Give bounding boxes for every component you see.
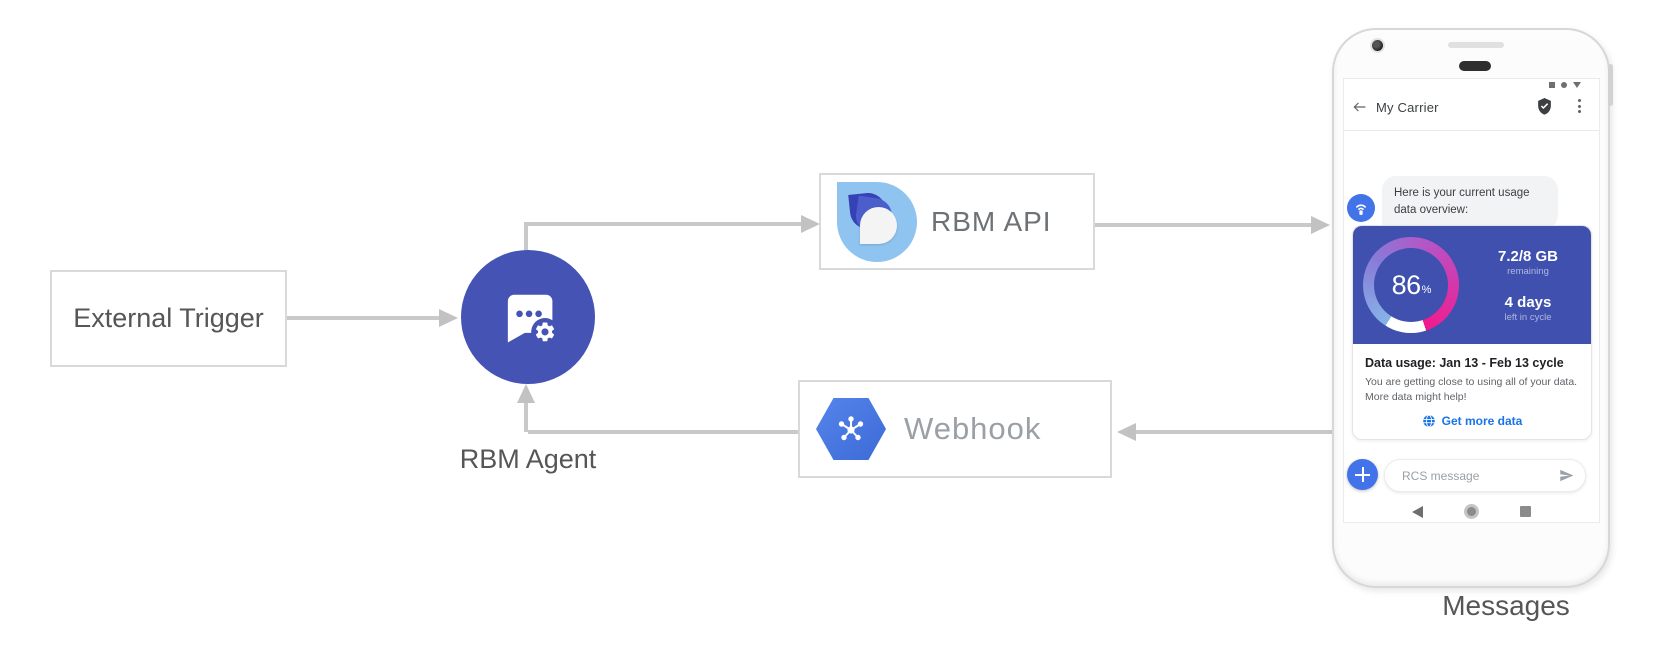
status-square-icon: [1549, 82, 1555, 88]
arrowhead-phone-to-webhook: [1117, 423, 1136, 441]
appbar-divider: [1343, 130, 1600, 131]
rbm-api-label: RBM API: [931, 205, 1052, 237]
usage-card-body: Data usage: Jan 13 - Feb 13 cycle You ar…: [1353, 344, 1591, 428]
agent-message-bubble: Here is your current usage data overview…: [1382, 176, 1558, 229]
gauge-percent: 86: [1391, 269, 1422, 300]
webhook-box: Webhook: [798, 380, 1112, 478]
chat-bubble-gear-icon: [507, 294, 559, 346]
arrow-api-to-phone: [1095, 223, 1313, 227]
broadcast-antenna-icon: [1356, 204, 1366, 215]
usage-hero-panel: 86% 7.2/8 GB remaining 4 days left in cy…: [1353, 226, 1591, 344]
arrow-phone-to-webhook: [1135, 430, 1332, 434]
get-more-data-button[interactable]: Get more data: [1365, 414, 1579, 428]
send-icon[interactable]: [1558, 468, 1575, 483]
external-trigger-box: External Trigger: [50, 270, 287, 367]
nav-recents-icon[interactable]: [1520, 506, 1531, 517]
connector-webhook-up: [524, 400, 528, 432]
usage-card-title: Data usage: Jan 13 - Feb 13 cycle: [1365, 356, 1564, 370]
nav-home-icon[interactable]: [1467, 507, 1476, 516]
status-dot-icon: [1561, 82, 1567, 88]
days-left-value: 4 days: [1504, 293, 1552, 311]
camera-dot: [1372, 40, 1383, 51]
cloud-hexagon-icon: [816, 398, 886, 460]
android-nav-bar: [1343, 500, 1600, 523]
arrowhead-trigger-to-agent: [439, 309, 458, 327]
rbm-agent-node: [461, 250, 595, 384]
message-composer[interactable]: [1384, 459, 1586, 492]
usage-stats: 7.2/8 GB remaining 4 days left in cycle: [1469, 226, 1587, 344]
rbm-api-logo-icon: [837, 181, 917, 262]
messages-caption: Messages: [1442, 590, 1570, 621]
external-trigger-label: External Trigger: [73, 303, 264, 333]
connector-agent-up: [524, 224, 528, 254]
arrowhead-webhook-to-agent: [517, 384, 535, 403]
nav-back-icon[interactable]: [1412, 505, 1423, 518]
get-more-data-label: Get more data: [1441, 413, 1523, 428]
status-triangle-icon: [1573, 82, 1581, 88]
arrowhead-api-to-phone: [1311, 216, 1330, 234]
back-arrow-icon[interactable]: [1351, 100, 1367, 114]
earpiece: [1459, 61, 1491, 71]
rbm-agent-label: RBM Agent: [459, 444, 597, 474]
speaker-grille: [1448, 42, 1504, 48]
arrow-trigger-to-agent: [287, 316, 439, 320]
phone-power-button: [1608, 64, 1613, 106]
connector-agent-to-api: [524, 222, 803, 226]
globe-icon: [1422, 414, 1435, 428]
rcs-message-input[interactable]: [1400, 467, 1544, 484]
connector-webhook-left: [528, 430, 798, 434]
status-bar-icons: [1549, 82, 1581, 88]
data-remaining-value: 7.2/8 GB: [1497, 247, 1559, 265]
arrowhead-agent-to-api: [801, 215, 820, 233]
data-usage-gauge: 86%: [1363, 237, 1459, 333]
overflow-menu-icon[interactable]: [1578, 99, 1581, 113]
add-attachment-button[interactable]: [1347, 459, 1378, 490]
data-remaining-label: remaining: [1507, 265, 1549, 277]
rbm-api-box: RBM API: [819, 173, 1095, 270]
verified-shield-icon: [1538, 98, 1551, 115]
usage-card-text: You are getting close to using all of yo…: [1365, 376, 1578, 403]
days-left-label: left in cycle: [1504, 311, 1552, 323]
agent-avatar: [1347, 194, 1375, 222]
gauge-percent-unit: %: [1421, 284, 1432, 296]
webhook-label: Webhook: [904, 411, 1042, 446]
conversation-title: My Carrier: [1376, 100, 1439, 115]
usage-rich-card: 86% 7.2/8 GB remaining 4 days left in cy…: [1352, 225, 1592, 440]
